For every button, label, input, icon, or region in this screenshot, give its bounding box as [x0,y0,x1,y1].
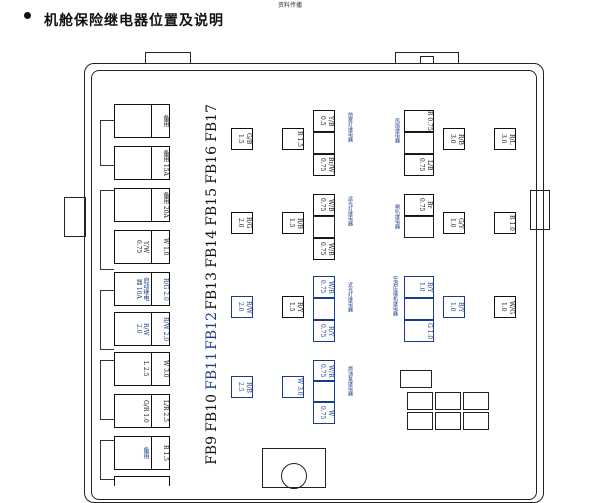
fb-label-14: FB14 [204,230,220,268]
slot-w-r-b: W/R 0.75 [313,360,335,382]
empty-slot [435,392,461,410]
bracket-1 [100,120,114,166]
caption-relay-7: 燃油泵继电器 [347,366,353,396]
slot-w-b-a: W/B 0.75 [313,194,335,216]
empty-slot [407,392,433,410]
fuse-label: Y/W 0.75 [135,240,149,254]
caption-relay-2: 风扇继电器 [394,118,400,143]
empty-slot [407,412,433,430]
fuse-label: 备用 20A [162,192,169,218]
slot-y-b: Y/B 0.5 [313,110,335,132]
slot-br-w: Br/W 0.75 [313,154,335,176]
bottom-connector-hole [281,463,307,489]
fuse-label: W 1.0 [162,238,169,256]
bracket-2 [100,190,114,270]
header-small-text: 资料传播 [278,2,303,9]
slot-w-r: W/R 0.75 [313,276,335,298]
slot-r-b-15: R/B 1.5 [282,212,304,234]
fuse-fb12: R/W 2.0 R/W 2.0 [114,312,170,346]
slot-g-b: G/B 1.5 [231,128,253,150]
empty-slot [400,370,432,388]
slot-r: R 1.5 [282,128,304,150]
slot-r-g: R/G 2.0 [231,212,253,234]
relay-7-square [313,380,335,402]
bracket-4 [100,360,114,420]
page-heading: 机舱保险继电器位置及说明 [44,13,224,29]
fuse-label: L 2.5 [142,361,149,377]
relay-6-square [404,298,434,320]
relay-3-square [313,216,335,238]
bracket-5 [100,440,114,480]
caption-relay-6: 空调压缩机继电器 [392,276,398,316]
fuse-label: 备用 15A [162,150,169,176]
fuse-label: R/G 2.0 [162,277,169,301]
fuse-fb10: G/R 1.0 L/R 2.5 [114,394,170,428]
bullet-dot [24,12,31,19]
fb-label-16: FB16 [204,146,220,184]
slot-w-075: W 0.75 [313,402,335,424]
bracket-3 [100,290,114,350]
slot-r-10: R 1.0 [494,212,516,234]
fb-label-15: FB15 [204,188,220,226]
fuse-fb15: 备用 20A [114,188,170,222]
caption-relay-1: 前雾灯继电器 [347,112,353,142]
fuse-label: 备用 [142,447,149,459]
fuse-fb17: 备用 [114,104,170,138]
relay-5-square [313,298,335,320]
fuse-label: L/R 2.5 [162,400,169,422]
fuse-label: R/W 2.0 [162,316,169,342]
fuse-fb11: L 2.5 W 3.0 [114,352,170,386]
slot-b-y: B/Y 1.0 [443,296,465,318]
relay-1-square [313,132,335,154]
slot-g-y: G/Y 1.0 [443,212,465,234]
slot-g: G 1.0 [404,320,434,342]
fuse-fb16: 备用 15A [114,146,170,180]
relay-4-square [404,216,434,238]
caption-relay-3: 远光灯继电器 [347,196,353,226]
fb-label-10: FB10 [204,394,220,432]
slot-r-b-25: R/B 2.5 [231,376,253,398]
slot-w-30: W 3.0 [282,376,304,398]
slot-r-075: R 0.75 [404,110,434,132]
fuse-label: 启动继电器 10A [135,277,149,301]
fuse-label: W 3.0 [162,360,169,378]
empty-slot [463,412,489,430]
left-side-tab [64,197,86,237]
empty-slot [435,412,461,430]
fuse-fb13: 启动继电器 10A R/G 2.0 [114,272,170,306]
slot-r-b: R/B 3.0 [443,128,465,150]
fuse-label [117,193,149,217]
fb-label-11: FB11 [204,352,220,390]
right-side-tab [530,190,550,230]
fuse-label: 备用 [162,115,169,127]
fb-label-13: FB13 [204,272,220,310]
fuse-label: R/W 2.0 [135,322,149,336]
slot-r-y-075: R/Y 0.75 [313,320,335,342]
slot-br: Br 0.75 [404,194,434,216]
relay-2-square [404,132,434,154]
fb-label-9: FB9 [204,436,220,465]
slot-w-b-b: W/B 0.75 [313,238,335,260]
fb-label-12: FB12 [204,312,220,350]
fuse-bottom-partial [114,476,170,486]
slot-w-g: W/G 1.0 [494,296,516,318]
fuse-label [117,109,149,133]
fuse-label [117,151,149,175]
fuse-label: R 1.5 [162,445,169,461]
slot-r-l: R/L 3.0 [494,128,516,150]
fuse-label: G/R 1.0 [142,399,149,423]
fuse-fb14: Y/W 0.75 W 1.0 [114,230,170,264]
caption-relay-5: 近光灯继电器 [347,282,353,312]
fuse-fb9: 备用 R 1.5 [114,436,170,470]
slot-r-w: R/W 2.0 [231,296,253,318]
caption-relay-4: 喇叭继电器 [394,204,400,229]
fb-label-17: FB17 [204,104,220,142]
empty-slot [463,392,489,410]
slot-r-y-15: R/Y 1.5 [282,296,304,318]
slot-l-b: L/B 0.75 [404,154,434,176]
slot-r-y-10: R/Y 1.0 [404,276,434,298]
